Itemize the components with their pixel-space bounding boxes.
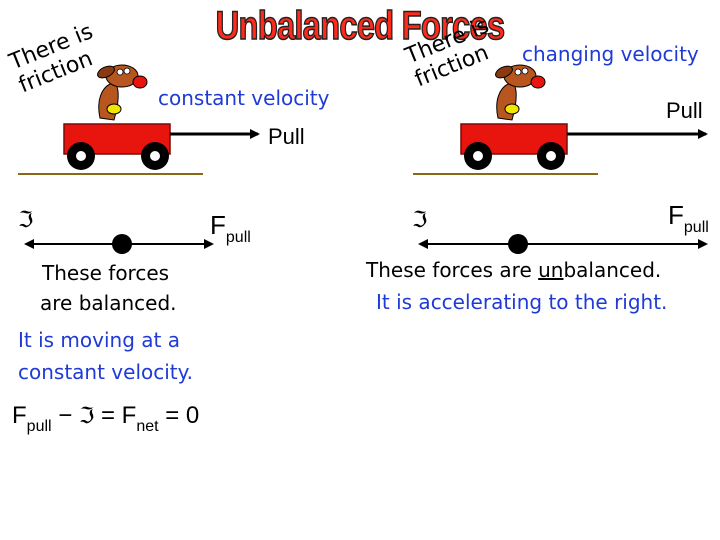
left-wagon-wheel-front: [141, 142, 169, 170]
eq-fpull-sub: pull: [26, 418, 52, 435]
right-pull-label: Pull: [666, 98, 703, 123]
eq-fnet-main: F: [121, 402, 137, 429]
eq-minus: −: [58, 402, 73, 429]
right-fpull-sub: pull: [683, 219, 709, 236]
right-motion-label: changing velocity: [522, 42, 699, 66]
left-fpull-label: Fpull: [210, 210, 251, 246]
left-motion-label: constant velocity: [158, 86, 330, 110]
right-fpull-main: F: [668, 200, 684, 230]
right-object-dot: [508, 234, 528, 254]
right-statement-under: un: [538, 258, 564, 282]
left-pull-label: Pull: [268, 124, 305, 149]
left-force-diagram: [24, 234, 214, 254]
left-statement-line1: These forces: [42, 261, 170, 285]
left-wagon-scene: [18, 64, 260, 175]
eq-equals-2: =: [165, 402, 180, 429]
left-fpull-sub: pull: [225, 229, 251, 246]
left-wagon-wheel-rear: [67, 142, 95, 170]
eq-equals-1: =: [100, 402, 115, 429]
eq-fpull-main: F: [12, 402, 27, 429]
eq-friction-symbol: ℑ: [78, 404, 95, 429]
right-wagon-wheel-rear: [464, 142, 492, 170]
right-friction-symbol: ℑ: [412, 208, 428, 233]
left-fpull-main: F: [210, 210, 226, 240]
eq-fnet-sub: net: [136, 418, 159, 435]
right-fpull-label: Fpull: [668, 200, 709, 236]
left-conclusion-line2: constant velocity.: [18, 360, 193, 384]
left-statement-line2: are balanced.: [40, 291, 177, 315]
right-statement: These forces are unbalanced.: [366, 258, 661, 282]
net-force-equation: Fpull − ℑ = Fnet = 0: [12, 402, 200, 435]
left-object-dot: [112, 234, 132, 254]
left-dog-figure: [97, 64, 148, 121]
eq-zero: 0: [185, 402, 200, 429]
left-friction-symbol: ℑ: [18, 208, 34, 233]
slide-title: Unbalanced Forces: [215, 3, 506, 49]
right-force-diagram: [418, 234, 708, 254]
right-wagon-scene: [413, 64, 708, 175]
right-statement-pre: These forces are: [366, 258, 539, 282]
right-conclusion: It is accelerating to the right.: [376, 290, 668, 314]
right-dog-figure: [495, 64, 546, 121]
right-wagon-wheel-front: [537, 142, 565, 170]
left-conclusion-line1: It is moving at a: [18, 328, 180, 352]
right-statement-post: balanced.: [563, 258, 662, 282]
